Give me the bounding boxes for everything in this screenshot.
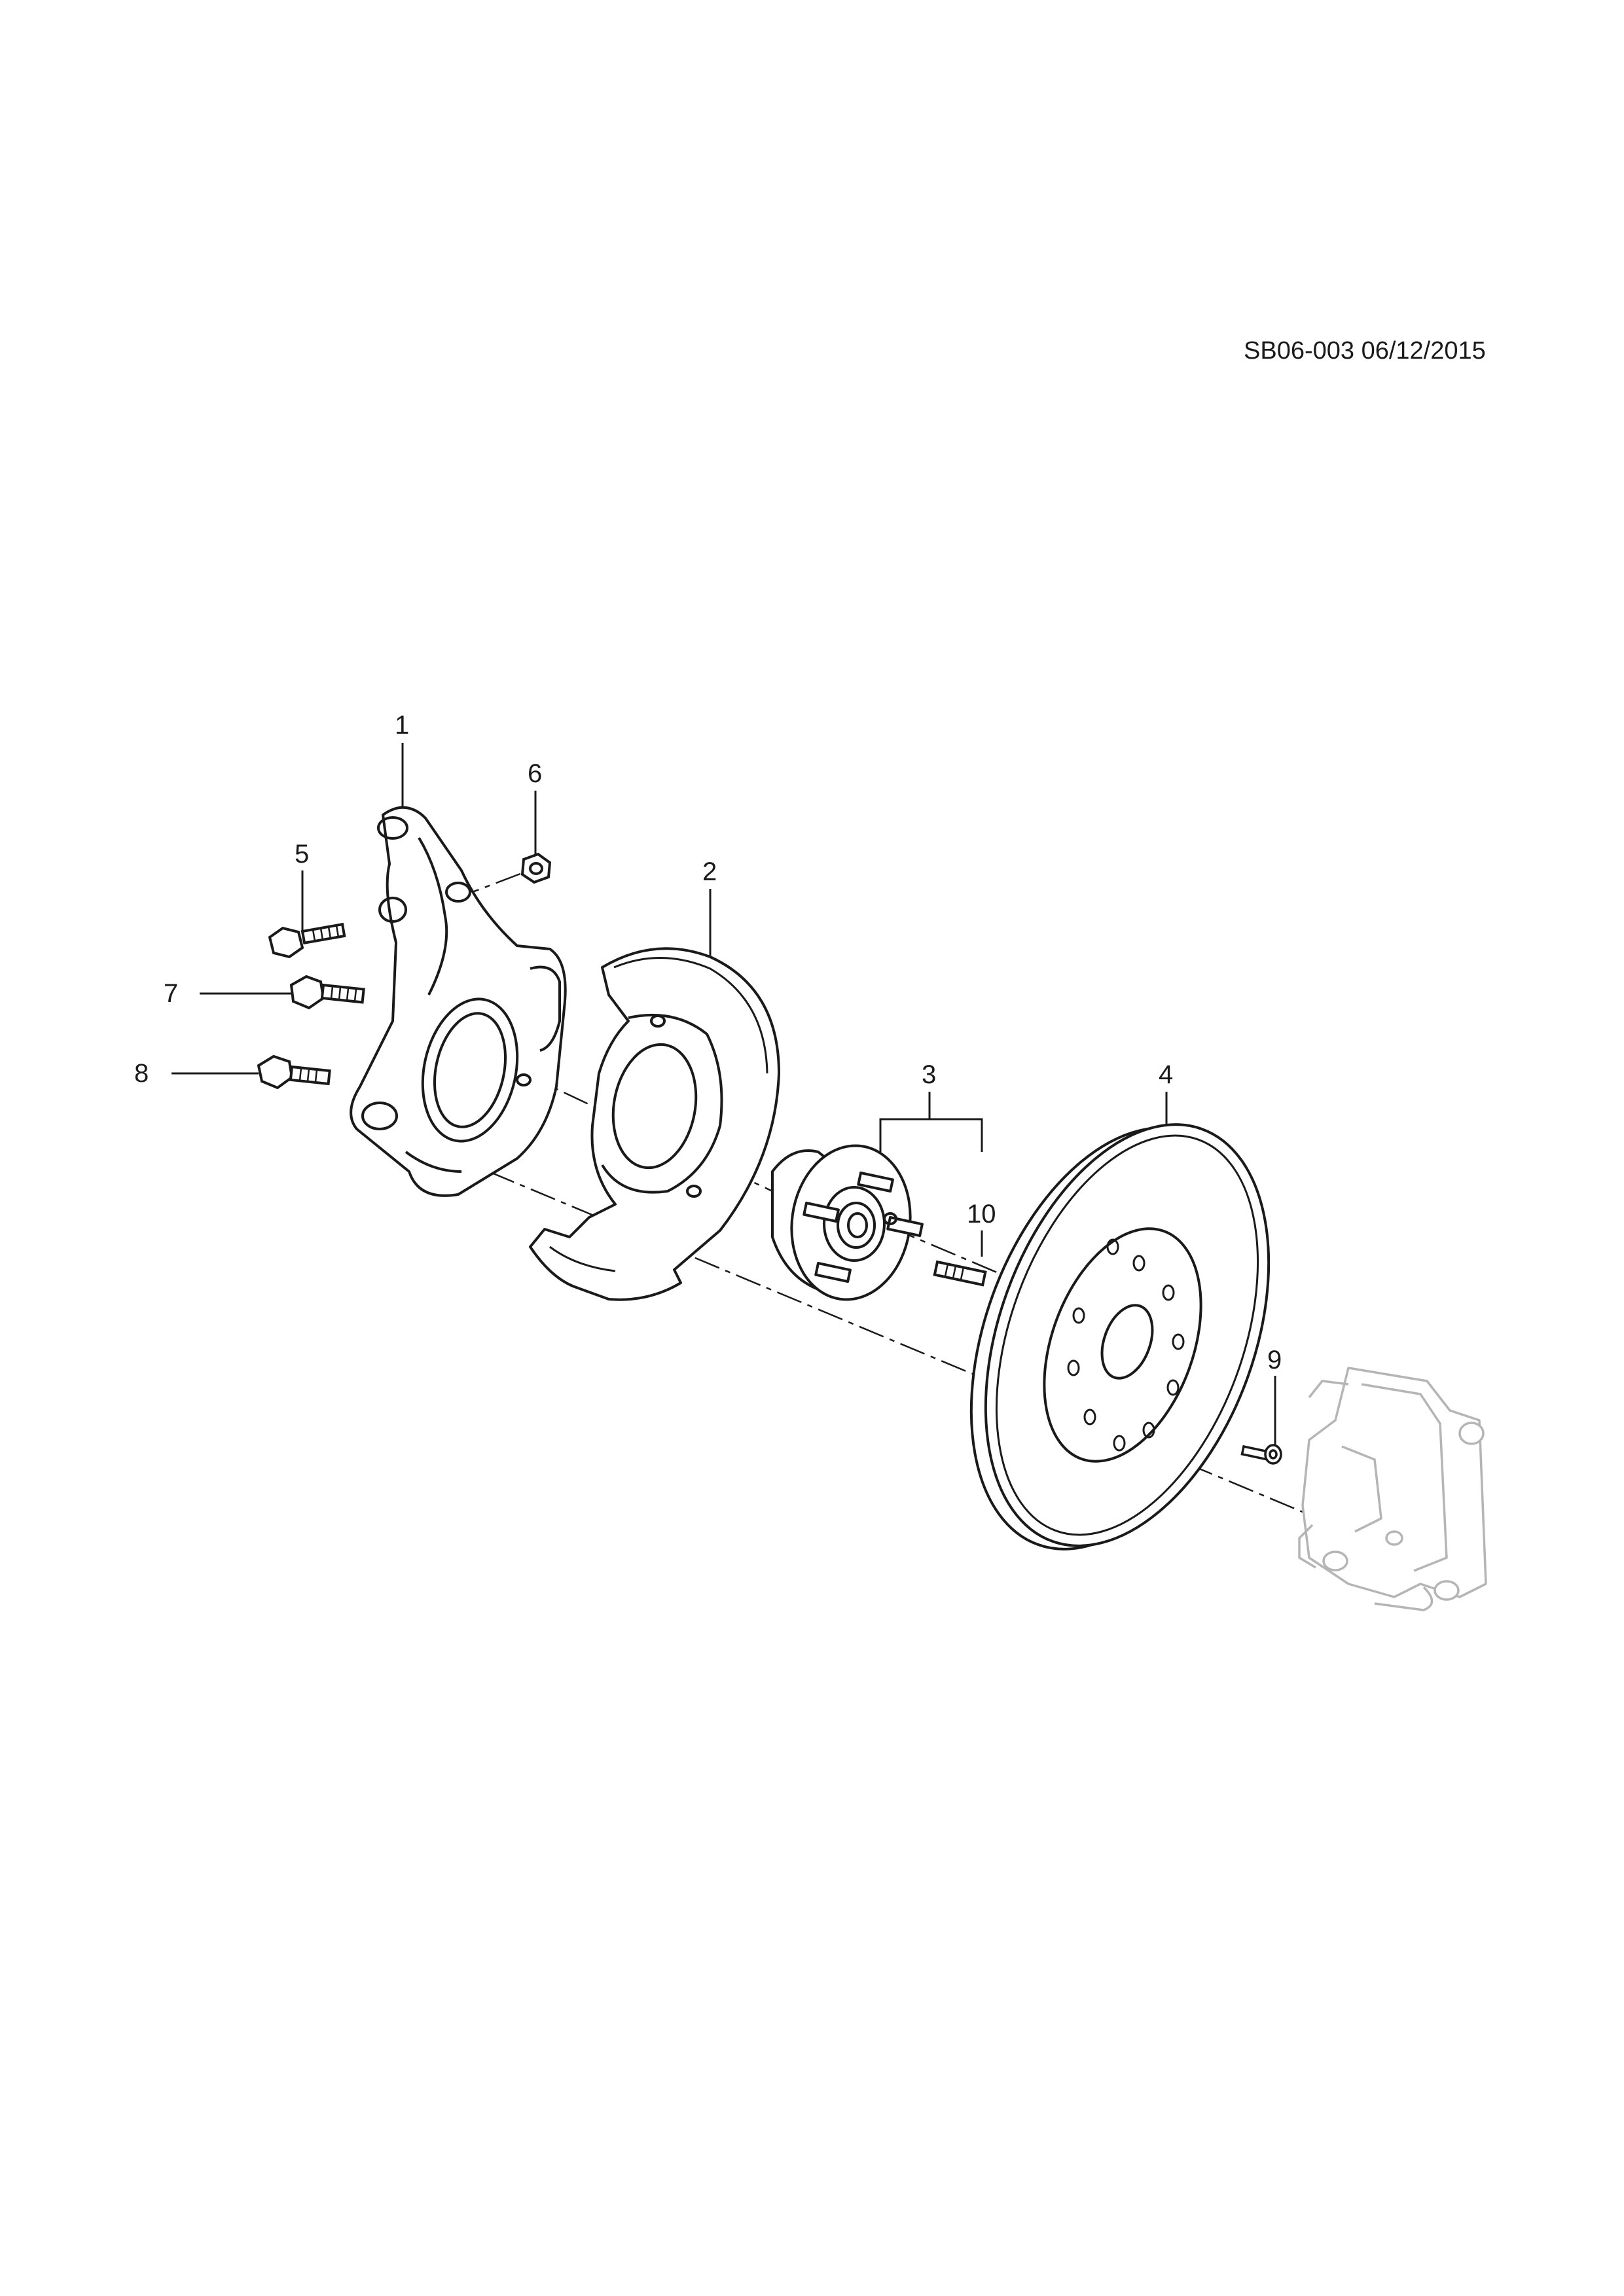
- bolt-upper: [268, 922, 346, 959]
- callout-9: 9: [1267, 1346, 1282, 1374]
- callout-4: 4: [1159, 1060, 1174, 1089]
- callout-7: 7: [164, 979, 179, 1008]
- wheel-studs: [803, 1172, 924, 1283]
- leader-3-bracket: [879, 1118, 983, 1152]
- axis-main: [366, 1119, 1303, 1513]
- disc-bolt-holes: [1067, 1238, 1185, 1452]
- flange-nut: [520, 852, 552, 884]
- callout-8: 8: [134, 1059, 149, 1088]
- brake-disc: [969, 1123, 1271, 1551]
- callout-6: 6: [528, 759, 543, 788]
- callout-10: 10: [967, 1200, 996, 1229]
- brake-caliper-ghost: [1298, 1367, 1487, 1611]
- steering-knuckle: [350, 806, 567, 1197]
- bolt-middle: [289, 975, 365, 1010]
- callout-2: 2: [702, 857, 717, 886]
- bolt-lower: [257, 1054, 331, 1090]
- splash-shield: [529, 947, 780, 1301]
- wheel-stud: [933, 1260, 987, 1287]
- callout-5: 5: [295, 840, 310, 869]
- drawing-reference: SB06-003 06/12/2015: [1244, 337, 1486, 365]
- hub-bearing-assembly: [771, 1144, 924, 1301]
- callout-1: 1: [395, 711, 410, 740]
- callout-3: 3: [922, 1060, 937, 1089]
- disc-screw: [1240, 1444, 1282, 1465]
